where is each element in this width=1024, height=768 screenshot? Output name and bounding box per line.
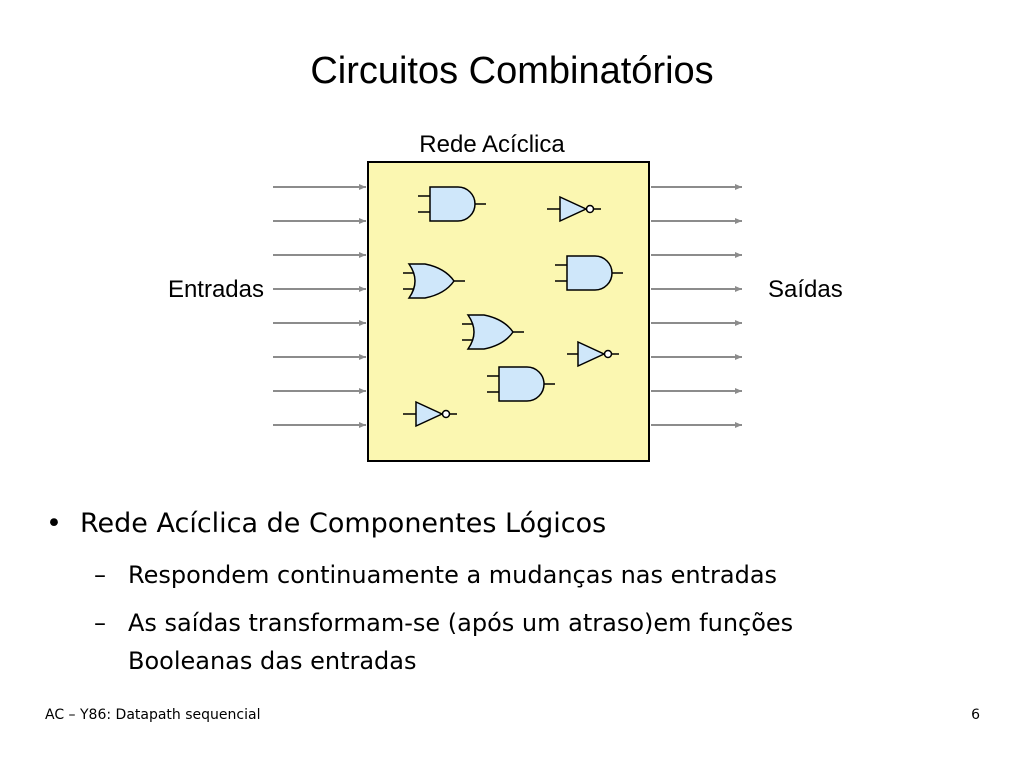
input-wires xyxy=(273,184,366,428)
output-wires xyxy=(651,184,742,428)
or-gate-icon xyxy=(403,263,465,299)
or-gate-icon xyxy=(462,314,524,350)
bullet-item: • Rede Acíclica de Componentes Lógicos xyxy=(46,508,606,539)
and-gate-icon xyxy=(418,186,486,222)
outputs-label: Saídas xyxy=(768,276,843,303)
sub-bullet-text: Respondem continuamente a mudanças nas e… xyxy=(128,561,778,589)
sub-bullet-item: – Respondem continuamente a mudanças nas… xyxy=(94,556,908,594)
not-gate-icon xyxy=(403,400,457,428)
inputs-label: Entradas xyxy=(168,276,264,303)
footer-page-number: 6 xyxy=(971,707,980,723)
bullet-marker: • xyxy=(46,508,62,539)
sub-bullet-marker: – xyxy=(94,561,106,589)
bullet-text: Rede Acíclica de Componentes Lógicos xyxy=(80,508,607,539)
not-gate-icon xyxy=(567,340,619,368)
slide-title: Circuitos Combinatórios xyxy=(310,50,714,92)
and-gate-icon xyxy=(487,366,555,402)
sub-bullet-marker: – xyxy=(94,609,106,637)
sub-bullet-item: – As saídas transformam-se (após um atra… xyxy=(94,604,908,680)
network-box xyxy=(367,161,650,462)
not-gate-icon xyxy=(547,195,601,223)
and-gate-icon xyxy=(555,255,623,291)
sub-bullet-text: As saídas transformam-se (após um atraso… xyxy=(128,609,794,675)
network-box-label: Rede Acíclica xyxy=(419,131,565,158)
footer-course-label: AC – Y86: Datapath sequencial xyxy=(45,707,261,723)
